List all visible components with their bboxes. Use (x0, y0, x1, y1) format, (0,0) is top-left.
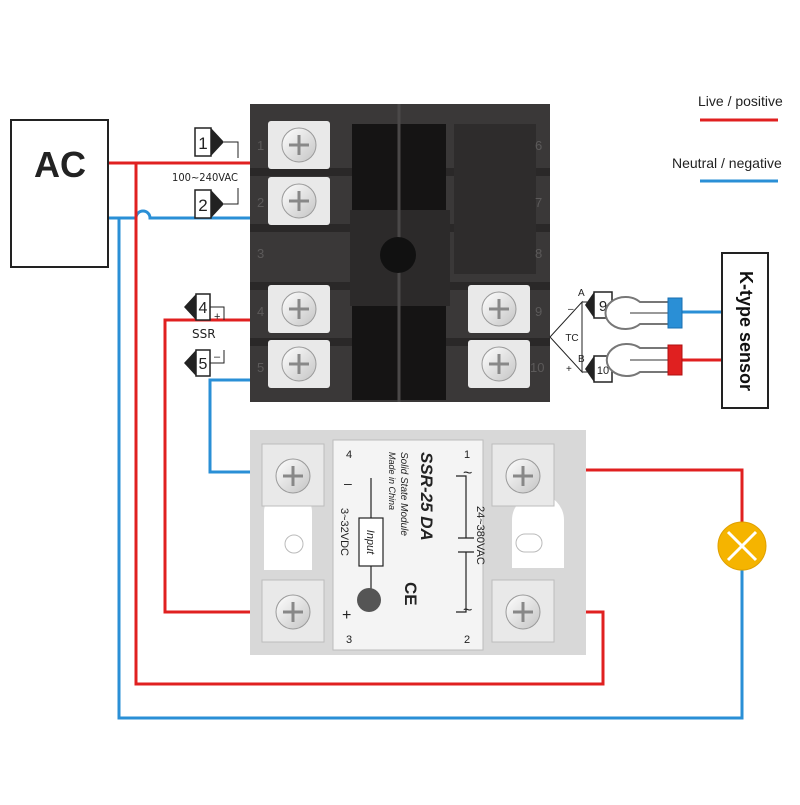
terminal-tag-1-number: 1 (198, 134, 207, 153)
ssr-mount-slot-right (515, 533, 543, 553)
controller-side-number: 4 (257, 304, 264, 319)
tc-symbol-label: TC (565, 333, 578, 344)
ssr-pin-3-number: 3 (346, 634, 352, 646)
wire-ssr-control-plus (163, 318, 268, 614)
controller-terminal-1 (268, 121, 330, 169)
ssr-label-plate (332, 439, 484, 651)
controller-terminal-4 (268, 285, 330, 333)
ssr-subtitle: Solid State Module (398, 452, 409, 536)
controller-side-number: 3 (257, 246, 264, 261)
fork-connector-blue (604, 296, 683, 330)
tc-symbol-triangle (549, 300, 583, 374)
terminal-tag-2: 2 (194, 188, 239, 219)
controller-terminal-9 (468, 285, 530, 333)
terminal-tags: 1 100~240VAC 2 4 + SSR 5 – (172, 127, 239, 377)
ssr-ce-mark: CE (401, 582, 420, 606)
ssr-status-led (357, 588, 381, 612)
ssr-mount-hole-left (284, 534, 304, 554)
legend-neutral-label: Neutral / negative (672, 155, 782, 171)
wire-ssr-pin1-to-lamp (548, 468, 744, 522)
controller-terminal-2 (268, 177, 330, 225)
controller-back-number: 10 (530, 360, 544, 375)
k-type-sensor: K-type sensor (721, 252, 769, 409)
ssr-input-range: 3~32VDC (338, 508, 350, 556)
controller-back-number: 7 (535, 195, 542, 210)
controller-side-number: 5 (257, 360, 264, 375)
wire-ac-neutral (108, 209, 268, 220)
ssr-pin-1-tilde: ~ (463, 465, 472, 482)
ssr-pin-2-tilde: ~ (463, 602, 472, 619)
terminal-tag-2-number: 2 (198, 196, 207, 215)
terminal-tag-1: 1 (194, 127, 239, 158)
controller-terminal-10 (468, 340, 530, 388)
solid-state-relay: 4 – 3 + 1 ~ 2 ~ Input SSR-25 DA Solid St… (250, 430, 586, 655)
tc-lead-b-label: B (578, 354, 585, 365)
legend-live-label: Live / positive (698, 93, 783, 109)
controller-side-number: 2 (257, 195, 264, 210)
ssr-pin-4-sign: – (344, 475, 352, 491)
tc-plus-sign: + (566, 364, 572, 375)
ssr-terminal-4 (261, 443, 325, 507)
controller-right-column (454, 124, 536, 274)
ssr-terminal-2 (491, 579, 555, 643)
ssr-output-range: 24~380VAC (474, 506, 486, 565)
controller-terminal-5 (268, 340, 330, 388)
terminal-tag-4: 4 + (184, 293, 225, 323)
terminal-tag-5-sign: – (214, 351, 221, 363)
ac-source: AC (10, 119, 109, 268)
controller-back-number: 6 (535, 138, 542, 153)
ac-source-label: AC (34, 144, 86, 185)
terminal-tag-5-number: 5 (199, 356, 208, 373)
ssr-output-line (456, 475, 467, 613)
power-rating-label: 100~240VAC (172, 171, 238, 184)
temperature-controller: 6 7 8 9 10 1 2 3 4 5 (250, 104, 550, 402)
terminal-tag-10-number: 10 (597, 365, 609, 377)
ssr-output-label: SSR (192, 327, 216, 341)
ssr-pin-4-number: 4 (346, 449, 352, 461)
tc-minus-sign: – (568, 304, 574, 315)
terminal-tag-4-sign: + (214, 311, 220, 323)
wire-neutral-to-lamp (117, 218, 744, 720)
wire-ssr-control-minus (208, 378, 268, 474)
thermocouple: TC A B + – 9 10 (549, 288, 683, 383)
ssr-pin-2-number: 2 (464, 634, 470, 646)
lamp (717, 521, 767, 571)
terminal-tag-4-number: 4 (199, 300, 208, 317)
ssr-output-switch (458, 537, 474, 553)
ssr-terminal-3 (261, 579, 325, 643)
ssr-input-label: Input (364, 530, 376, 555)
controller-back-number: 8 (535, 246, 542, 261)
legend: Live / positive Neutral / negative (672, 93, 783, 183)
tc-lead-a-label: A (578, 288, 585, 299)
terminal-tag-9-number: 9 (599, 298, 607, 315)
sensor-box (721, 252, 769, 409)
controller-side-number: 1 (257, 138, 264, 153)
ac-source-box (10, 119, 109, 268)
ssr-origin: Made in China (387, 452, 397, 510)
terminal-tag-5: 5 – (184, 349, 225, 377)
sensor-label: K-type sensor (736, 271, 756, 391)
controller-back-number: 9 (535, 304, 542, 319)
ssr-pin-3-sign: + (342, 607, 351, 624)
controller-mount-hole (380, 237, 416, 273)
ssr-input-box (358, 517, 384, 567)
ssr-terminal-1 (491, 443, 555, 507)
lamp-cross (726, 530, 758, 562)
ssr-pin-1-number: 1 (464, 449, 470, 461)
ssr-model: SSR-25 DA (417, 452, 436, 541)
fork-connector-red (605, 343, 683, 377)
